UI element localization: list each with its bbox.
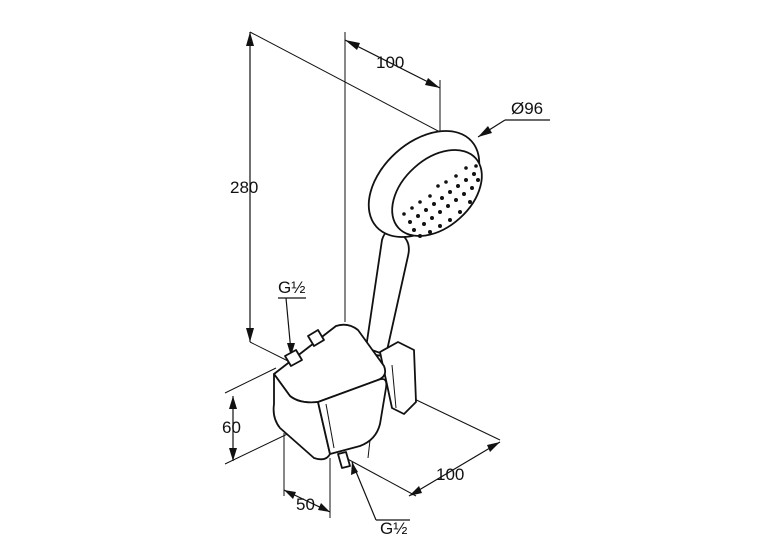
label-100-top: 100 xyxy=(376,53,404,72)
label-thread-top: G½ xyxy=(278,278,305,297)
dimension-100-bottom xyxy=(341,394,501,497)
holder-back-arm xyxy=(379,341,417,415)
label-thread-bottom: G½ xyxy=(380,519,407,538)
shower-head xyxy=(367,130,483,238)
wall-bracket xyxy=(272,323,388,469)
dimension-50 xyxy=(283,433,331,518)
label-100-bottom: 100 xyxy=(436,465,464,484)
dimension-diameter xyxy=(477,119,550,138)
leader-thread-bottom xyxy=(351,461,410,521)
spray-nozzles xyxy=(402,164,480,238)
label-50: 50 xyxy=(296,495,315,514)
leader-thread-top xyxy=(278,297,306,356)
label-280: 280 xyxy=(230,178,258,197)
label-diameter: Ø96 xyxy=(511,99,543,118)
label-60: 60 xyxy=(222,418,241,437)
